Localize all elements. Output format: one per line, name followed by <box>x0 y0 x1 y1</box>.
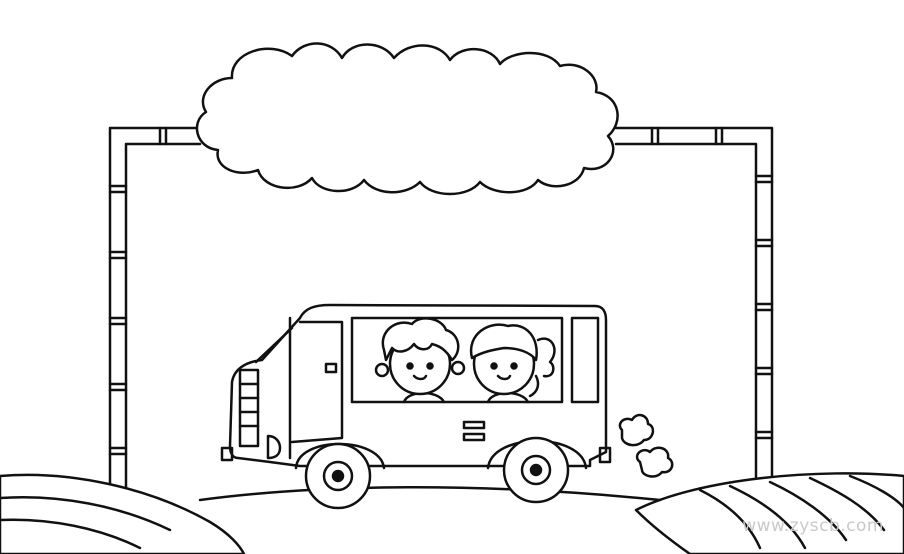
front-wheel <box>304 442 372 510</box>
ground-line <box>198 486 662 502</box>
cloud <box>195 42 619 196</box>
hills <box>0 472 904 554</box>
exhaust-puffs <box>618 413 674 478</box>
frame-pipe <box>108 126 774 490</box>
rear-wheel <box>502 436 570 504</box>
watermark: www.zyscb.com <box>742 516 884 536</box>
boy <box>374 317 466 404</box>
girl <box>469 323 556 404</box>
